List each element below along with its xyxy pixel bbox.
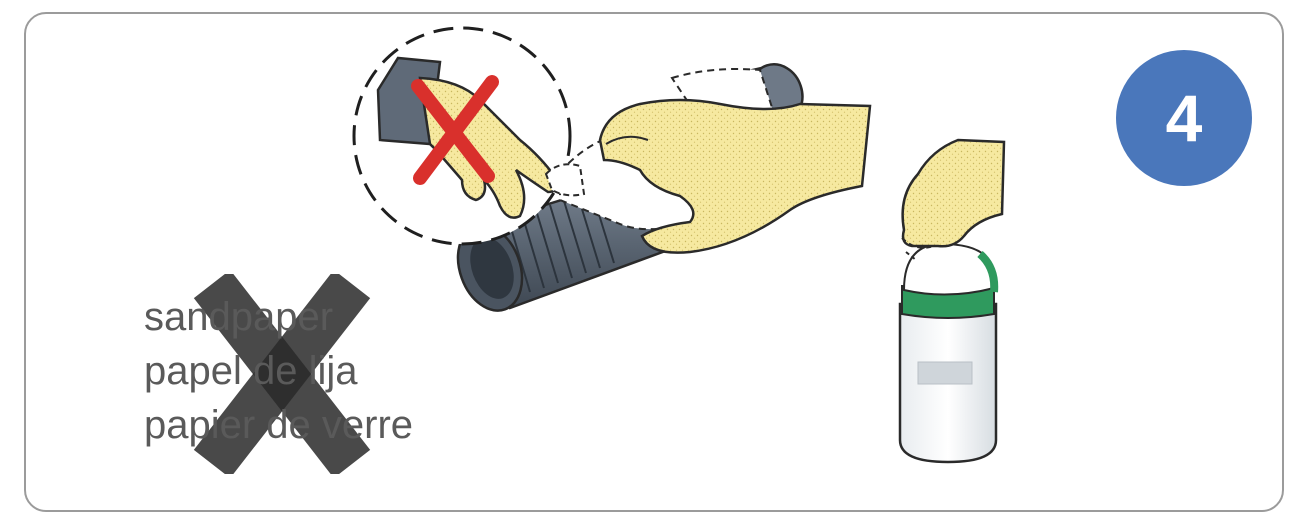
sandpaper-warning: sandpaper papel de lija papier de verre [138, 276, 498, 476]
warning-line-es: papel de lija [144, 344, 413, 398]
warning-text: sandpaper papel de lija papier de verre [144, 290, 413, 452]
warning-line-en: sandpaper [144, 290, 413, 344]
storage-container [900, 244, 996, 462]
small-hand [902, 140, 1004, 260]
warning-line-fr: papier de verre [144, 398, 413, 452]
step-number-badge: 4 [1116, 50, 1252, 186]
